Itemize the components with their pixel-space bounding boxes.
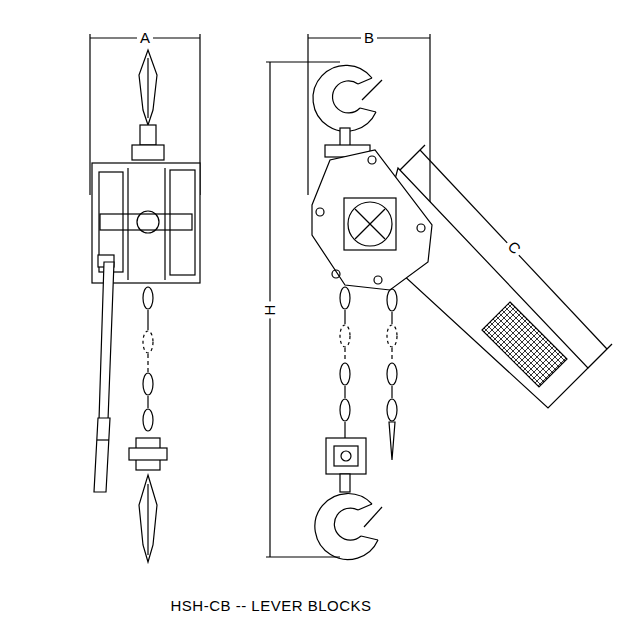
figure-caption: HSH-CB -- LEVER BLOCKS bbox=[170, 598, 371, 615]
dimension-label: C bbox=[502, 236, 526, 260]
dimension-label: B bbox=[361, 30, 377, 47]
side-view bbox=[92, 50, 200, 562]
dimension-label: A bbox=[137, 30, 153, 47]
front-view bbox=[312, 65, 588, 559]
dimension-label: H bbox=[262, 302, 279, 319]
